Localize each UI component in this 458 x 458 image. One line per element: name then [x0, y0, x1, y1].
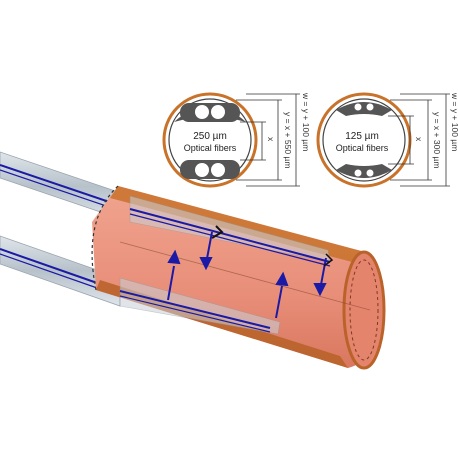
light-ray — [167, 265, 175, 301]
fiber-holder-bottom — [336, 164, 392, 178]
dimension-lines — [388, 93, 450, 187]
fiber-end — [366, 169, 374, 177]
light-path-arrows — [167, 231, 327, 319]
optical-fiber-lower-inside — [119, 277, 281, 335]
tube-back-opening — [91, 185, 119, 291]
optical-fiber-upper-inside — [129, 195, 331, 267]
fiber-end — [366, 103, 374, 111]
fiber-type-label: Optical fibers — [184, 143, 237, 153]
outer-dimension-label: w = y + 100 µm — [301, 92, 311, 151]
outer-dimension-label: w = y + 100 µm — [450, 92, 458, 151]
fiber-end — [354, 103, 362, 111]
arrow-up-icon — [275, 271, 289, 287]
arrow-up-icon — [167, 249, 181, 265]
fiber-end — [211, 163, 225, 177]
fiber-end — [195, 105, 209, 119]
tube-body — [92, 186, 385, 368]
fiber-size-label: 125 µm — [345, 131, 379, 142]
light-ray — [275, 285, 283, 319]
gap-dimension-label: x — [266, 137, 276, 142]
gap-dimension-label: x — [414, 137, 424, 142]
dimension-lines — [236, 93, 300, 187]
cross-section-250: 250 µm Optical fibers w = y + 100 µm y =… — [162, 92, 311, 188]
inner-dimension-label: y = x + 550 µm — [283, 112, 293, 168]
arrow-down-icon — [199, 257, 213, 271]
inner-dimension-label: y = x + 300 µm — [432, 112, 442, 168]
fiber-holder-bottom-band — [180, 160, 240, 179]
fiber-holder-top-band — [180, 103, 240, 122]
tube-end-opening — [342, 250, 386, 370]
fiber-end — [354, 169, 362, 177]
fiber-cleave-mark — [323, 253, 334, 267]
fiber-end — [211, 105, 225, 119]
fiber-holder-top — [336, 102, 392, 116]
fiber-size-label: 250 µm — [193, 131, 227, 142]
fiber-cleave-mark — [211, 225, 224, 239]
fiber-type-label: Optical fibers — [336, 143, 389, 153]
fiber-end — [195, 163, 209, 177]
cross-section-125: 125 µm Optical fibers w = y + 100 µm y =… — [316, 92, 458, 188]
arrow-down-icon — [313, 283, 327, 297]
cross-section-inner-ring — [322, 98, 406, 182]
